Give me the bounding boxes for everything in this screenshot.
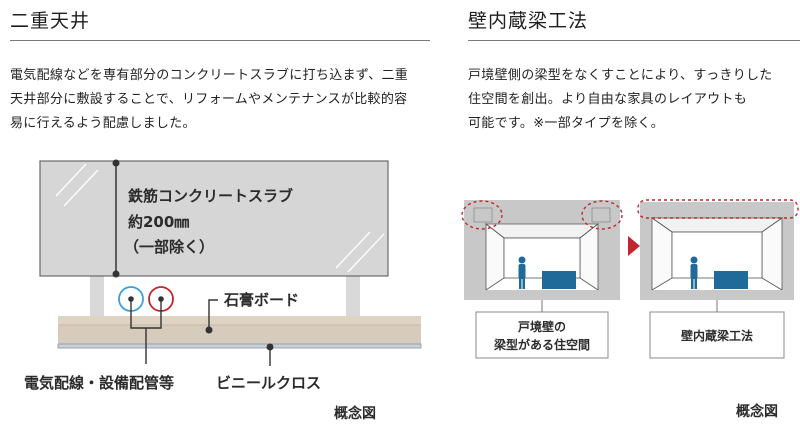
title-divider-left [10, 40, 430, 41]
floor-slab [464, 290, 620, 300]
vinyl-leader-dot [266, 343, 274, 351]
before-label-line1: 戸境壁の [518, 319, 566, 334]
description-line: 戸境壁側の梁型をなくすことにより、すっきりした [468, 68, 773, 83]
slab-label-line3: （一部除く） [124, 238, 214, 256]
beam-highlight-right [581, 200, 623, 230]
gypsum-leader-line [208, 299, 218, 330]
description-wall-beam: 戸境壁側の梁型をなくすことにより、すっきりした 住空間を創出。より自由な家具のレ… [468, 64, 798, 136]
slab-label-line1: 鉄筋コンクリートスラブ [128, 187, 293, 205]
ceiling-plane [484, 223, 600, 239]
ceiling-hanger [346, 276, 360, 316]
back-wall [671, 231, 763, 279]
description-line: 電気配線などを専有部分のコンクリートスラブに打ち込まず、二重 [10, 68, 409, 83]
gypsum-leader-dot [205, 326, 213, 334]
before-label-box [475, 311, 609, 359]
floor-slab [640, 290, 794, 300]
description-line: 住空間を創出。より自由な家具のレイアウトも [468, 92, 748, 107]
vinyl-cloth-label: ビニールクロス [216, 374, 321, 392]
ceiling-board-lower [58, 325, 421, 344]
comparison-arrow-icon [628, 236, 640, 256]
beam-highlight-left [461, 200, 503, 230]
person-figure [690, 256, 698, 289]
diagram-caption-right: 概念図 [736, 403, 778, 420]
sofa-icon [714, 271, 748, 289]
slab-dimension-dot [112, 159, 120, 167]
slab-dimension-dot [112, 270, 120, 278]
concrete-slab [39, 160, 389, 277]
title-divider-right [468, 40, 800, 41]
diagram-caption-left: 概念図 [334, 405, 376, 422]
beam-right [591, 207, 611, 223]
double-ceiling-diagram: 鉄筋コンクリートスラブ 約200㎜ （一部除く） 石膏ボード ビニールクロス 電… [24, 159, 422, 422]
description-line: 天井部分に敷設することで、リフォームやメンテナンスが比較的容 [10, 92, 408, 107]
after-label: 壁内蔵梁工法 [681, 328, 753, 343]
slab-label-line2: 約200㎜ [128, 213, 189, 231]
ceiling-plane [650, 217, 784, 233]
after-label-box [649, 311, 785, 359]
vinyl-cloth [57, 343, 422, 349]
slab-hatch-marks [55, 163, 385, 273]
section-title-wall-beam: 壁内蔵梁工法 [468, 10, 589, 32]
ceiling-hanger [90, 276, 104, 316]
description-line: 易に行えるよう配慮しました。 [10, 116, 196, 131]
wall-beam-diagram: 戸境壁の 梁型がある住空間 壁内蔵梁工法 概念図 [461, 199, 799, 420]
wiring-label: 電気配線・設備配管等 [24, 374, 174, 392]
section-title-double-ceiling: 二重天井 [10, 10, 91, 32]
beam-left [473, 207, 493, 223]
sofa-icon [542, 271, 576, 289]
gypsum-board-label: 石膏ボード [223, 291, 299, 309]
gypsum-board [58, 316, 421, 325]
description-line: 可能です。※一部タイプを除く。 [468, 116, 665, 131]
room-with-beams [461, 200, 623, 300]
person-figure [518, 256, 526, 289]
wall-beam-highlight [637, 199, 799, 219]
before-label-line2: 梁型がある住空間 [493, 337, 590, 352]
room-with-built-in-beams [637, 199, 799, 300]
description-double-ceiling: 電気配線などを専有部分のコンクリートスラブに打ち込まず、二重 天井部分に敷設する… [10, 64, 440, 136]
